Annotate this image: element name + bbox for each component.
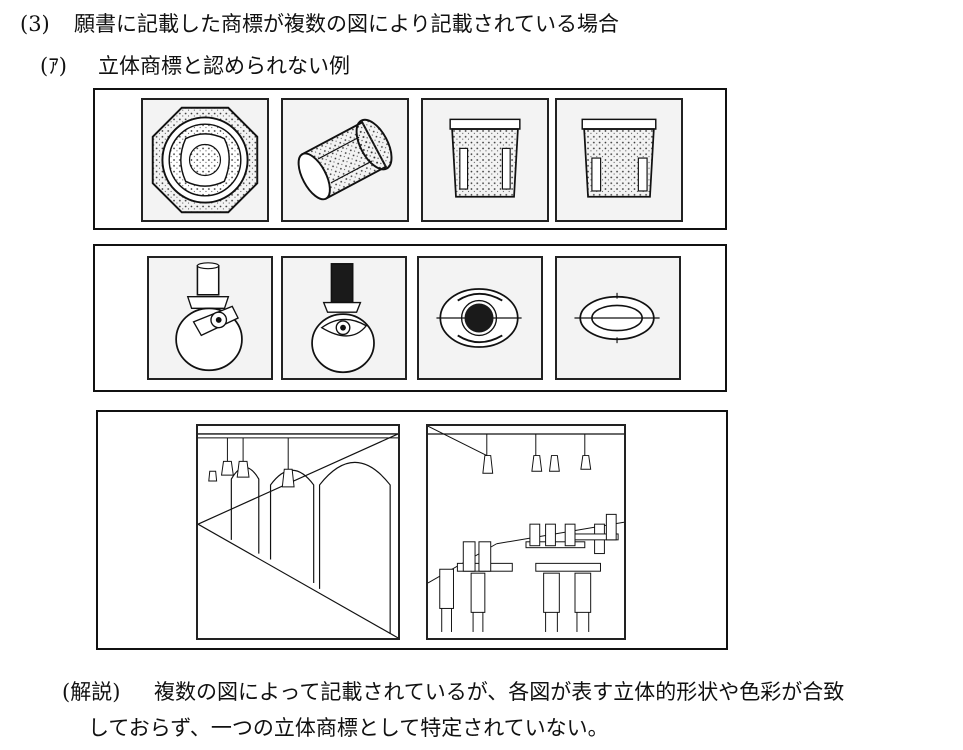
figure-cup-front-view <box>421 98 549 222</box>
section-number: (3) <box>20 12 50 36</box>
subsection-heading: (ｱ) 立体商標と認められない例 <box>40 50 350 80</box>
figure-oval-dark-center <box>417 256 543 380</box>
figure-bottle-dark-neck <box>281 256 407 380</box>
figure-cylinder-perspective <box>281 98 409 222</box>
example-panel-2 <box>93 244 727 392</box>
example-panel-3 <box>96 410 728 650</box>
explanation-line-2: しておらず、一つの立体商標として特定されていない。 <box>88 716 609 740</box>
figure-oval-ring <box>555 256 681 380</box>
figure-bottle-light-neck <box>147 256 273 380</box>
example-panel-1 <box>93 88 727 230</box>
figure-octagonal-top-view <box>141 98 269 222</box>
section-title: 願書に記載した商標が複数の図により記載されている場合 <box>74 12 619 36</box>
figure-empty-room-arches <box>196 424 400 640</box>
section-heading: (3) 願書に記載した商標が複数の図により記載されている場合 <box>20 8 619 38</box>
subsection-number: (ｱ) <box>40 54 67 78</box>
explanation-text-1: 複数の図によって記載されているが、各図が表す立体的形状や色彩が合致 <box>154 680 845 704</box>
explanation-line-1: (解説) 複数の図によって記載されているが、各図が表す立体的形状や色彩が合致 <box>62 676 844 706</box>
figure-cup-side-view <box>555 98 683 222</box>
figure-restaurant-interior <box>426 424 626 640</box>
explanation-label: (解説) <box>62 680 121 704</box>
subsection-title: 立体商標と認められない例 <box>98 54 350 78</box>
